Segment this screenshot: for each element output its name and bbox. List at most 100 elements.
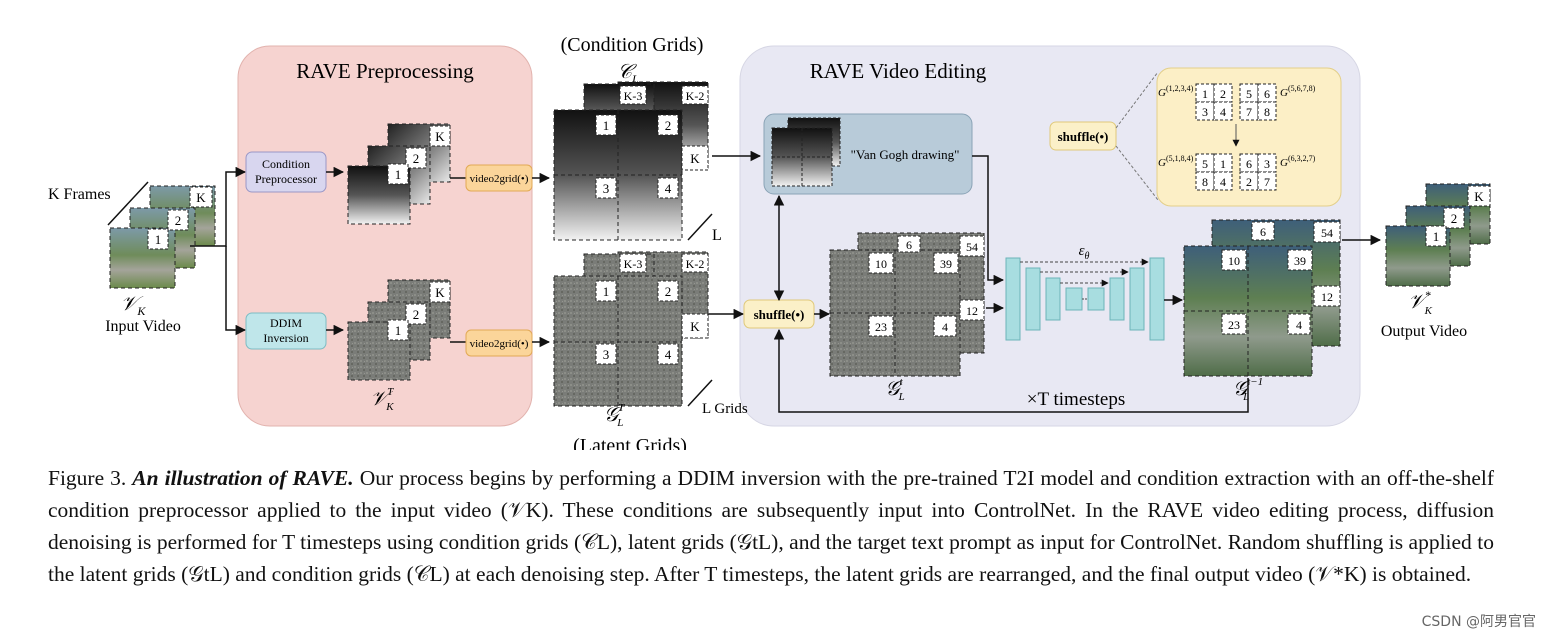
latent-grid-t-minus-1: 6 54 10 39 12 23 4: [1183, 219, 1341, 377]
output-video-label: Output Video: [1381, 323, 1467, 340]
output-frame-k: K: [1474, 189, 1484, 204]
input-video-symbol: 𝒱K: [121, 293, 147, 318]
caption-body: Our process begins by performing a DDIM …: [48, 466, 1495, 586]
video2grid-bottom-label: video2grid(•): [470, 338, 529, 350]
shuffle-illustration-label: shuffle(•): [1058, 129, 1109, 144]
shuffle-box-illustration: [1049, 121, 1117, 151]
svg-text:G: G: [1280, 87, 1288, 99]
grid-t-6: 6: [906, 238, 912, 252]
input-frame-1: 1: [155, 232, 162, 247]
caption-lead: Figure 3.: [48, 466, 127, 490]
cond-grid-4: 4: [665, 181, 672, 196]
timesteps-label: ×T timesteps: [1027, 389, 1126, 410]
latent-grid-t: 6 54 10 39 12 23 4: [829, 232, 985, 377]
svg-text:G: G: [1280, 157, 1288, 169]
l-grids-label: L Grids: [702, 401, 748, 417]
latent-grid-k: K: [690, 319, 700, 334]
svg-text:1: 1: [1202, 87, 1208, 101]
shuffle-before-grids: G (1,2,3,4) 1 2 3 4 5 6 7 8 G (5,6,7,8): [1158, 83, 1316, 121]
cond-grid-1: 1: [603, 118, 610, 133]
input-video-label: Input Video: [105, 318, 181, 335]
input-video-stack: K 2 1: [107, 181, 216, 289]
condition-grids-label: (Condition Grids): [561, 34, 704, 56]
editing-title: RAVE Video Editing: [810, 59, 987, 83]
svg-text:6: 6: [1264, 87, 1270, 101]
prompt-condition-grid: [771, 117, 841, 187]
condition-frames-stack: K 2 1: [347, 123, 451, 225]
grid-tm1-6: 6: [1260, 225, 1266, 239]
svg-text:4: 4: [1220, 105, 1226, 119]
latent-grid-3: 3: [603, 347, 610, 362]
grid-t-4: 4: [942, 320, 948, 334]
condition-preprocessor-line2: Preprocessor: [255, 172, 317, 186]
latent-grid-km2: K-2: [686, 257, 705, 271]
cond-frame-2: 2: [413, 151, 420, 166]
svg-text:(6,3,2,7): (6,3,2,7): [1288, 154, 1316, 163]
output-video-stack: K 2 1: [1385, 183, 1491, 287]
latent-frame-k: K: [435, 285, 445, 300]
cond-grid-km2: K-2: [686, 89, 705, 103]
svg-text:1: 1: [1220, 157, 1226, 171]
grid-tm1-54: 54: [1321, 226, 1333, 240]
output-frame-1: 1: [1433, 229, 1440, 244]
grid-tm1-39: 39: [1294, 254, 1306, 268]
latent-frame-1: 1: [395, 323, 402, 338]
grid-t-54: 54: [966, 240, 978, 254]
grid-tm1-12: 12: [1321, 290, 1333, 304]
latent-grid-stack: K-3 K-2 1 2 3 4 K: [553, 251, 709, 407]
condition-l-label: L: [712, 227, 722, 244]
cond-frame-k: K: [435, 129, 445, 144]
condition-grid-stack: K-3 K-2 1 2 3 4 K: [553, 81, 709, 241]
svg-text:4: 4: [1220, 175, 1226, 189]
svg-text:8: 8: [1264, 105, 1270, 119]
svg-text:2: 2: [1220, 87, 1226, 101]
cond-grid-2: 2: [665, 118, 672, 133]
cond-grid-k: K: [690, 151, 700, 166]
svg-text:3: 3: [1264, 157, 1270, 171]
cond-grid-km3: K-3: [624, 89, 643, 103]
svg-text:G: G: [1158, 87, 1166, 99]
shuffle-main-label: shuffle(•): [754, 307, 805, 322]
ddim-inversion-box: [245, 312, 327, 350]
ddim-inversion-line2: Inversion: [263, 331, 308, 345]
grid-tm1-4: 4: [1296, 318, 1302, 332]
svg-text:5: 5: [1202, 157, 1208, 171]
svg-text:7: 7: [1246, 105, 1252, 119]
grid-t-39: 39: [940, 257, 952, 271]
cond-frame-1: 1: [395, 167, 402, 182]
svg-text:G: G: [1158, 157, 1166, 169]
latent-frames-stack: K 2 1: [347, 279, 451, 381]
epsilon-theta: εθ: [1079, 243, 1090, 262]
svg-text:(5,1,8,4): (5,1,8,4): [1166, 154, 1194, 163]
shuffle-after-grids: G (5,1,8,4) 5 1 8 4 6 3 2 7 G (6,3,2,7): [1158, 153, 1316, 191]
k-frames-label: K Frames: [48, 186, 111, 203]
watermark: CSDN @阿男官官: [1421, 614, 1536, 630]
latent-grid-km3: K-3: [624, 257, 643, 271]
svg-text:5: 5: [1246, 87, 1252, 101]
svg-text:(5,6,7,8): (5,6,7,8): [1288, 84, 1316, 93]
video2grid-top-label: video2grid(•): [470, 173, 529, 185]
rave-figure: RAVE Preprocessing RAVE Video Editing K …: [48, 34, 1491, 457]
svg-text:3: 3: [1202, 105, 1208, 119]
svg-text:2: 2: [1246, 175, 1252, 189]
latent-frame-2: 2: [413, 307, 420, 322]
cond-grid-3: 3: [603, 181, 610, 196]
grid-t-10: 10: [875, 257, 887, 271]
grid-t-23: 23: [875, 320, 887, 334]
svg-text:6: 6: [1246, 157, 1252, 171]
latent-grid-2: 2: [665, 284, 672, 299]
latent-grid-4: 4: [665, 347, 672, 362]
grid-tm1-10: 10: [1228, 254, 1240, 268]
output-video-symbol: 𝒱*K: [1408, 288, 1433, 317]
text-prompt: "Van Gogh drawing": [851, 147, 960, 162]
output-frame-2: 2: [1451, 211, 1458, 226]
grid-t-12: 12: [966, 304, 978, 318]
svg-text:8: 8: [1202, 175, 1208, 189]
preprocessing-title: RAVE Preprocessing: [296, 59, 474, 83]
svg-text:(1,2,3,4): (1,2,3,4): [1166, 84, 1194, 93]
svg-text:7: 7: [1264, 175, 1270, 189]
